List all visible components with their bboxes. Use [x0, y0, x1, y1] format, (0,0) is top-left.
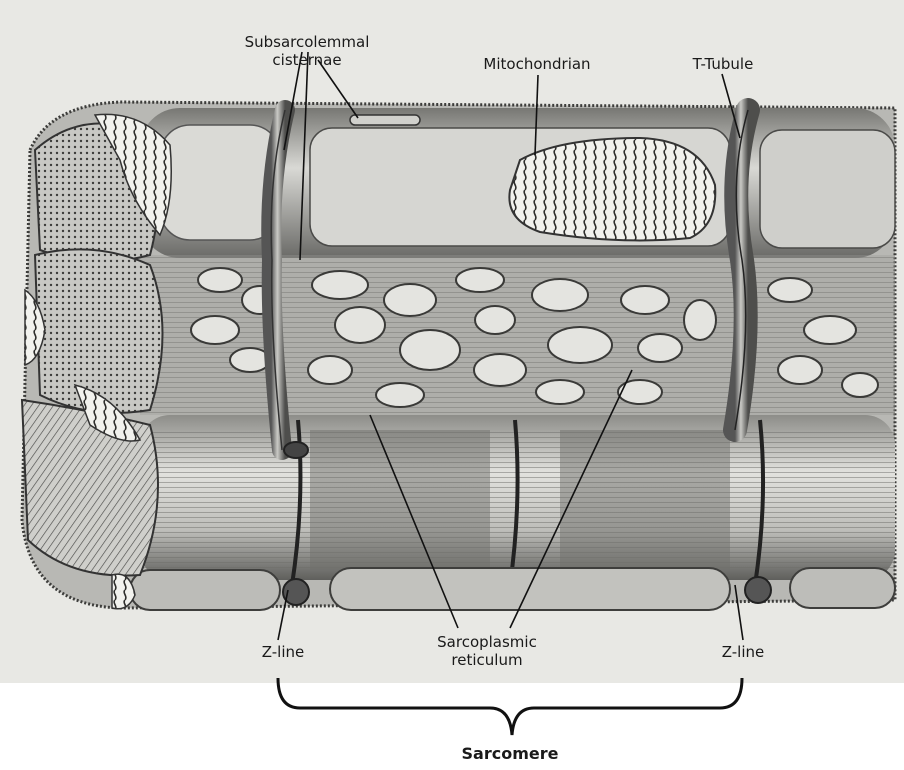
lower-tube-right: [790, 568, 895, 608]
lower-tube-mid: [330, 568, 730, 610]
sarcomere-bracket: [278, 678, 742, 735]
lower-tube-left: [130, 570, 280, 610]
mitochondrian-label: Mitochondrian: [462, 55, 612, 74]
subsarcolemmal-label-line1: Subsarcolemmal: [232, 33, 382, 52]
mitochondrion: [509, 138, 715, 240]
myofibril-top-right: [760, 130, 895, 248]
t-tubule-label: T-Tubule: [668, 55, 778, 74]
t-tubule-section-right: [745, 577, 771, 603]
sarcoplasmic-label-line2: reticulum: [412, 651, 562, 670]
subsarcolemmal-cisterna-small: [350, 115, 420, 125]
fiber-cross-sections: [22, 114, 171, 608]
sarcoplasmic-label-line1: Sarcoplasmic: [412, 633, 562, 652]
subsarcolemmal-label-line2: cisternae: [232, 51, 382, 70]
z-line-label-left: Z-line: [248, 643, 318, 662]
sarcomere-label: Sarcomere: [430, 744, 590, 763]
cisterna-tube-end: [284, 442, 308, 458]
z-line-label-right: Z-line: [708, 643, 778, 662]
